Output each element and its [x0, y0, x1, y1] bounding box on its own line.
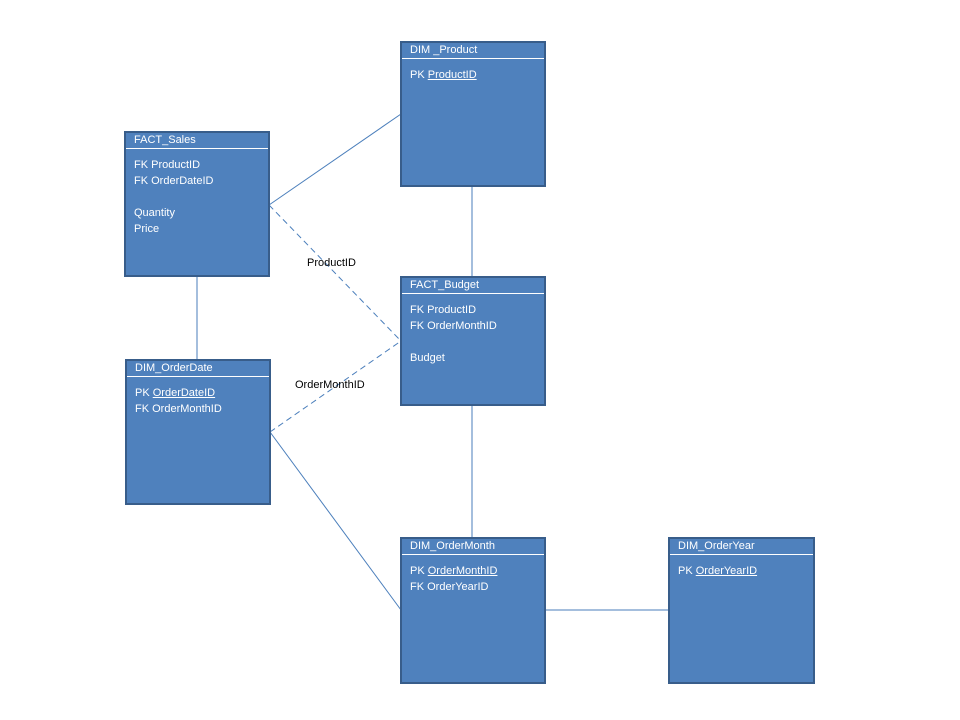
entity-title: FACT_Budget: [402, 278, 544, 294]
relationship-label-ordermonthid: OrderMonthID: [295, 379, 365, 391]
field-pk-orderdateid: PK OrderDateID: [135, 387, 216, 399]
entity-dim-orderdate[interactable]: DIM_OrderDate PK OrderDateID FK OrderMon…: [125, 359, 271, 505]
link-orderdate-budget-dashed: [269, 340, 402, 433]
field-fk-productid: FK ProductID: [134, 159, 201, 171]
field-pk-productid: PK ProductID: [410, 69, 477, 81]
entity-fact-budget[interactable]: FACT_Budget FK ProductID FK OrderMonthID…: [400, 276, 546, 406]
entity-dim-orderyear[interactable]: DIM_OrderYear PK OrderYearID: [668, 537, 815, 684]
field-pk-ordermonthid: PK OrderMonthID: [410, 565, 498, 577]
field-fk-orderyearid: FK OrderYearID: [410, 581, 489, 593]
field-budget: Budget: [410, 352, 445, 364]
link-orderdate-ordermonth: [269, 431, 402, 611]
entity-title: DIM_OrderDate: [127, 361, 269, 377]
field-fk-orderdateid: FK OrderDateID: [134, 175, 214, 187]
field-fk-productid: FK ProductID: [410, 304, 477, 316]
entity-title: DIM_OrderMonth: [402, 539, 544, 555]
relationship-label-productid: ProductID: [307, 257, 356, 269]
field-price: Price: [134, 223, 160, 235]
field-quantity: Quantity: [134, 207, 175, 219]
field-fk-ordermonthid: FK OrderMonthID: [410, 320, 497, 332]
entity-fact-sales[interactable]: FACT_Sales FK ProductID FK OrderDateID Q…: [124, 131, 270, 277]
field-pk-orderyearid: PK OrderYearID: [678, 565, 758, 577]
field-fk-ordermonthid: FK OrderMonthID: [135, 403, 222, 415]
link-sales-budget-dashed: [268, 204, 402, 342]
entity-dim-ordermonth[interactable]: DIM_OrderMonth PK OrderMonthID FK OrderY…: [400, 537, 546, 684]
link-sales-product: [268, 113, 402, 206]
entity-dim-product[interactable]: DIM _Product PK ProductID: [400, 41, 546, 187]
entity-title: FACT_Sales: [126, 133, 268, 149]
entity-title: DIM_OrderYear: [670, 539, 813, 555]
entity-title: DIM _Product: [402, 43, 544, 59]
